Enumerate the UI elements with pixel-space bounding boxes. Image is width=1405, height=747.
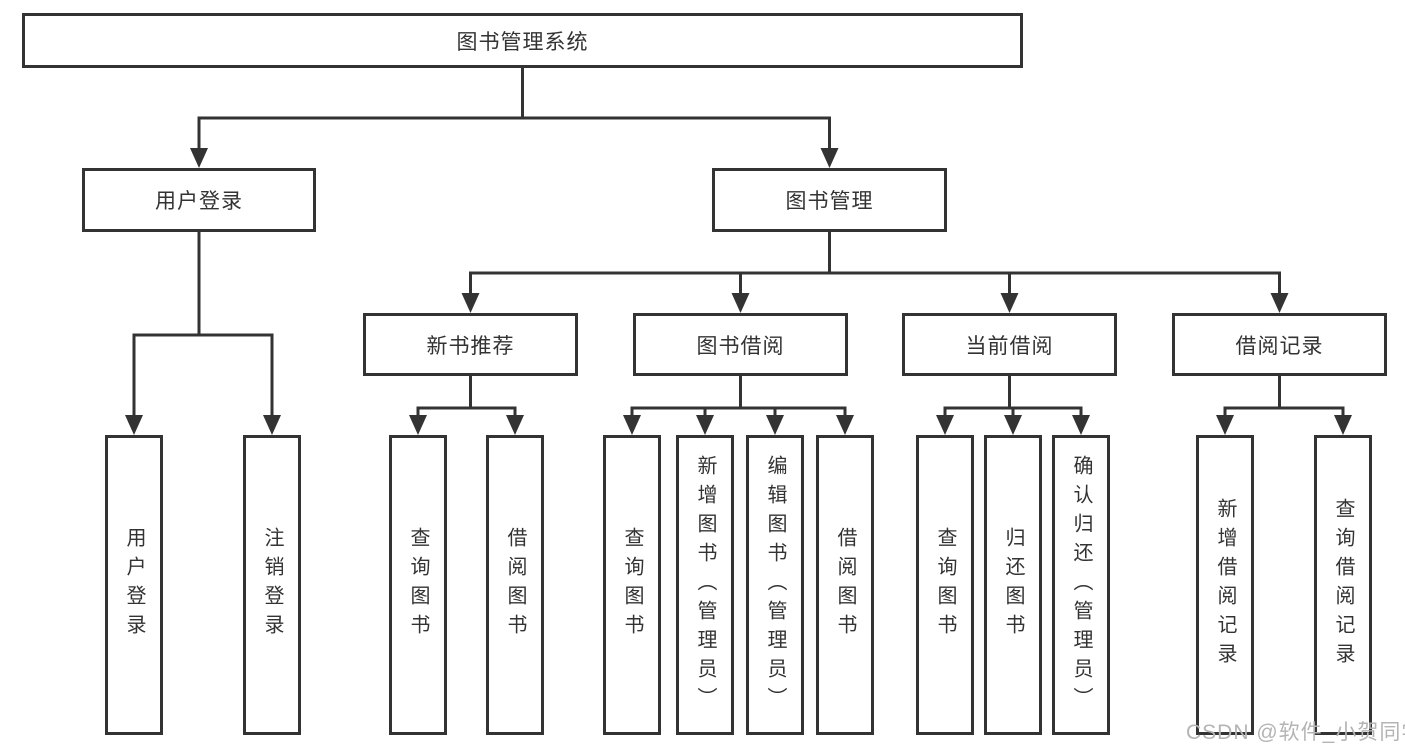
arrowhead (409, 415, 427, 435)
arrowhead (836, 415, 854, 435)
arrowhead (506, 415, 524, 435)
node-current-borrow-label: 当前借阅 (965, 334, 1054, 358)
connector-records-leaves (1223, 376, 1345, 418)
leaf-records-add-record: 新增借阅记录 (1196, 435, 1254, 735)
leaf-current-query-book-label: 查询图书 (934, 527, 956, 643)
leaf-logout: 注销登录 (243, 435, 301, 735)
arrowhead (1216, 415, 1234, 435)
connector-newbooks-leaves (416, 376, 517, 418)
leaf-borrow-edit-book-admin: 编辑图书（管理员） (746, 435, 804, 735)
arrowhead (1004, 415, 1022, 435)
node-user-login-label: 用户登录 (155, 190, 243, 213)
leaf-borrow-borrow-book-label: 借阅图书 (834, 527, 856, 643)
arrowhead (1000, 293, 1019, 313)
leaf-user-login-label: 用户登录 (123, 527, 145, 643)
connector-borrow-leaves (630, 376, 847, 418)
connector-current-leaves (943, 376, 1083, 418)
connector-bookmgmt-level3 (469, 232, 1281, 296)
leaf-records-query-record-label: 查询借阅记录 (1332, 498, 1354, 672)
node-new-book-recommend: 新书推荐 (363, 313, 578, 376)
arrowhead (461, 293, 480, 313)
node-book-borrow-label: 图书借阅 (696, 334, 785, 358)
node-book-management-label: 图书管理 (785, 190, 874, 213)
leaf-current-return-book-label: 归还图书 (1002, 527, 1024, 643)
arrowhead (766, 415, 784, 435)
arrowhead (1072, 415, 1090, 435)
leaf-current-confirm-return-admin: 确认归还（管理员） (1052, 435, 1110, 735)
arrowhead (263, 415, 281, 435)
arrowhead (623, 415, 641, 435)
node-root-label: 图书管理系统 (456, 30, 589, 54)
leaf-newbooks-query-book-label: 查询图书 (407, 527, 429, 643)
leaf-borrow-edit-book-admin-label: 编辑图书（管理员） (764, 454, 786, 716)
node-borrow-records-label: 借阅记录 (1235, 334, 1324, 358)
arrowhead (936, 415, 954, 435)
arrowhead (1334, 415, 1352, 435)
leaf-borrow-add-book-admin: 新增图书（管理员） (676, 435, 734, 735)
arrowhead (696, 415, 714, 435)
leaf-logout-label: 注销登录 (261, 527, 283, 643)
leaf-records-add-record-label: 新增借阅记录 (1214, 498, 1236, 672)
connector-root-level2 (197, 68, 831, 150)
arrowhead (820, 148, 839, 168)
leaf-borrow-query-book: 查询图书 (603, 435, 661, 735)
node-user-login: 用户登录 (82, 168, 316, 232)
csdn-watermark: CSDN @软件_小贺同学 (1186, 721, 1405, 744)
connector-userlogin-leaves (132, 232, 274, 418)
leaf-borrow-borrow-book: 借阅图书 (816, 435, 874, 735)
node-current-borrow: 当前借阅 (902, 313, 1117, 376)
node-new-book-recommend-label: 新书推荐 (426, 334, 515, 358)
leaf-current-query-book: 查询图书 (916, 435, 974, 735)
leaf-newbooks-query-book: 查询图书 (389, 435, 447, 735)
arrowhead (190, 148, 208, 168)
node-root: 图书管理系统 (22, 13, 1023, 68)
arrowhead (731, 293, 750, 313)
leaf-records-query-record: 查询借阅记录 (1314, 435, 1372, 735)
node-borrow-records: 借阅记录 (1172, 313, 1387, 376)
arrowhead (125, 415, 143, 435)
leaf-borrow-query-book-label: 查询图书 (621, 527, 643, 643)
arrowhead (1270, 293, 1289, 313)
leaf-newbooks-borrow-book: 借阅图书 (486, 435, 544, 735)
leaf-current-return-book: 归还图书 (984, 435, 1042, 735)
leaf-newbooks-borrow-book-label: 借阅图书 (504, 527, 526, 643)
leaf-current-confirm-return-admin-label: 确认归还（管理员） (1070, 454, 1092, 716)
node-book-borrow: 图书借阅 (633, 313, 848, 376)
leaf-user-login: 用户登录 (105, 435, 163, 735)
leaf-borrow-add-book-admin-label: 新增图书（管理员） (694, 454, 716, 716)
node-book-management: 图书管理 (712, 168, 947, 232)
